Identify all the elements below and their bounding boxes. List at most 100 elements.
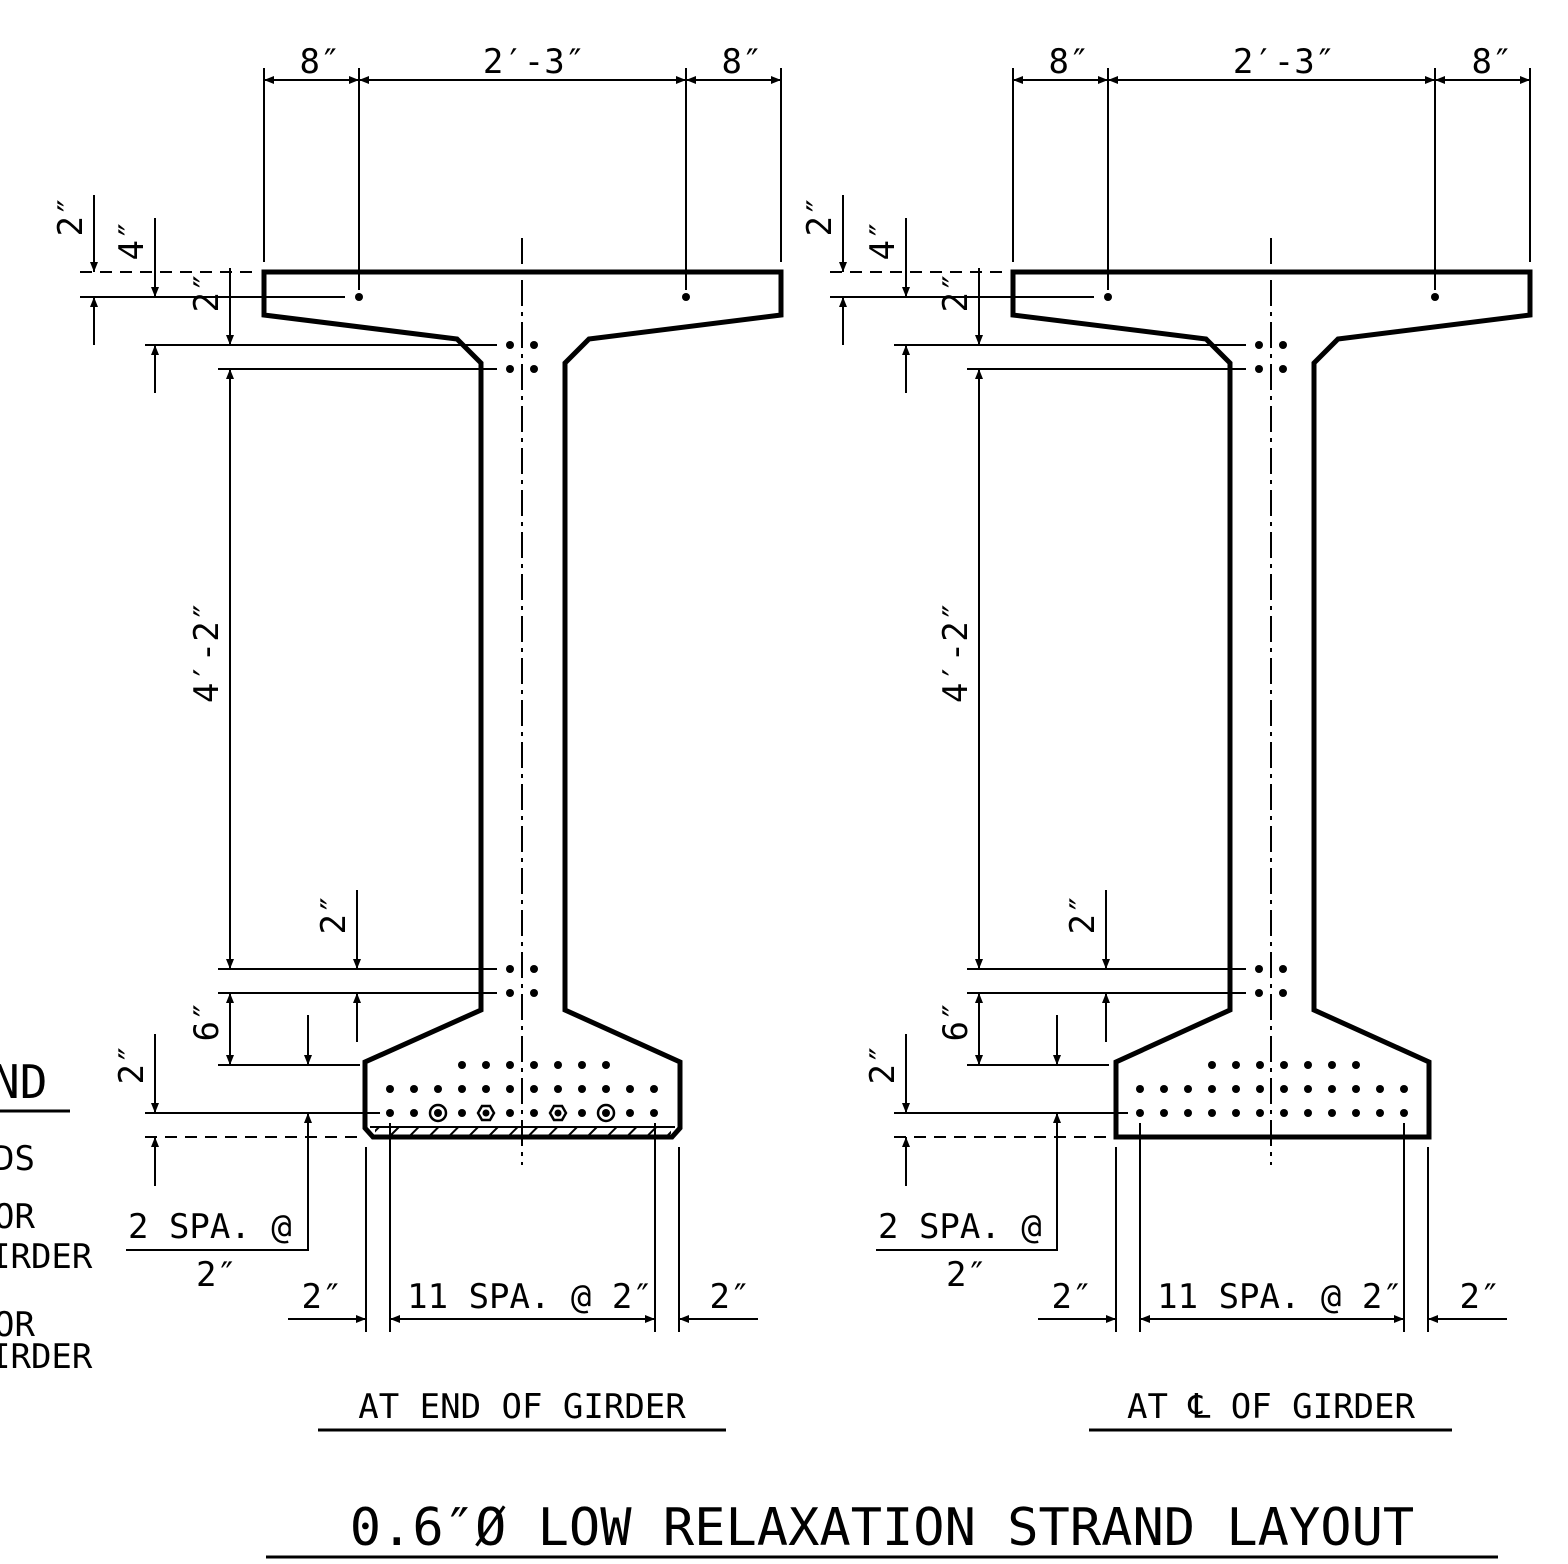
dim-v-2d: 2″ <box>112 1044 152 1085</box>
strand <box>1208 1061 1216 1069</box>
dim-v-4: 4″ <box>112 220 152 261</box>
strand <box>602 1061 610 1069</box>
dim-v-2b: 2″ <box>187 272 227 313</box>
strand <box>1184 1109 1192 1117</box>
strand <box>1376 1085 1384 1093</box>
section-label-end: AT END OF GIRDER <box>358 1387 686 1427</box>
dim-top-right: 8″ <box>722 42 763 82</box>
strand <box>1280 1109 1288 1117</box>
strand <box>530 1085 538 1093</box>
strand <box>1136 1109 1144 1117</box>
dim-v-2a: 2″ <box>51 196 91 237</box>
strand <box>458 1085 466 1093</box>
strand <box>554 1061 562 1069</box>
dim-v-6: 6″ <box>936 1001 976 1042</box>
top-dimensions: 8″ 2′-3″ 8″ <box>1012 42 1531 290</box>
strand <box>1208 1109 1216 1117</box>
strand <box>1304 1109 1312 1117</box>
legend-line-1: DS <box>0 1139 35 1179</box>
dim-v-2c: 2″ <box>314 894 354 935</box>
section-centerline-of-girder: 8″ 2′-3″ 8″ 2″ 4″ 2″ 4′-2″ <box>800 42 1533 1432</box>
top-dimensions: 8″ 2′-3″ 8″ <box>263 42 782 290</box>
flange-strand <box>355 293 363 301</box>
dim-v-2b: 2″ <box>936 272 976 313</box>
strand <box>482 1085 490 1093</box>
strand <box>554 1085 562 1093</box>
strand <box>1352 1109 1360 1117</box>
legend-line-2b: IRDER <box>0 1237 93 1277</box>
flange-strand <box>1431 293 1439 301</box>
strand <box>602 1085 610 1093</box>
strand <box>1208 1085 1216 1093</box>
strand <box>1232 1085 1240 1093</box>
strand <box>1328 1085 1336 1093</box>
strand <box>410 1085 418 1093</box>
girder-outline <box>1010 269 1533 1140</box>
strand <box>506 1061 514 1069</box>
section-end-of-girder: 8″ 2′-3″ 8″ 2″ 4″ 2″ 4′-2″ <box>51 42 784 1432</box>
strand <box>410 1109 418 1117</box>
strand <box>626 1109 634 1117</box>
legend-line-3a: OR <box>0 1305 35 1345</box>
dim-top-left: 8″ <box>300 42 341 82</box>
strand <box>1232 1061 1240 1069</box>
dim-bot-mid: 11 SPA. @ 2″ <box>1157 1277 1403 1317</box>
strand <box>1256 1109 1264 1117</box>
strand <box>1256 1061 1264 1069</box>
dim-spa-b: 2″ <box>946 1255 987 1295</box>
strand <box>1328 1109 1336 1117</box>
flange-strand <box>682 293 690 301</box>
strand <box>530 1061 538 1069</box>
strand <box>386 1085 394 1093</box>
bottom-strand-grid <box>386 1061 658 1117</box>
dim-bot-mid: 11 SPA. @ 2″ <box>407 1277 653 1317</box>
flange-strand <box>1104 293 1112 301</box>
strand <box>482 1061 490 1069</box>
dim-v-2a: 2″ <box>800 196 840 237</box>
strand <box>578 1085 586 1093</box>
strand <box>650 1109 658 1117</box>
dim-bot-left: 2″ <box>302 1277 343 1317</box>
strand <box>386 1109 394 1117</box>
dim-top-mid: 2′-3″ <box>483 42 585 82</box>
strand <box>1400 1109 1408 1117</box>
dim-web: 4′-2″ <box>187 601 227 703</box>
dim-spa-a: 2 SPA. @ <box>878 1207 1042 1247</box>
dim-v-6: 6″ <box>187 1001 227 1042</box>
strand <box>1160 1085 1168 1093</box>
bottom-strand-grid <box>1136 1061 1408 1117</box>
section-label-centerline: AT ℄ OF GIRDER <box>1127 1387 1415 1427</box>
strand <box>530 1109 538 1117</box>
left-upper-dimensions: 2″ 4″ 2″ <box>51 195 258 345</box>
dim-top-mid: 2′-3″ <box>1233 42 1335 82</box>
strand <box>578 1061 586 1069</box>
strand <box>650 1085 658 1093</box>
dim-top-left: 8″ <box>1049 42 1090 82</box>
strand <box>1256 1085 1264 1093</box>
strand <box>1160 1109 1168 1117</box>
strand <box>578 1109 586 1117</box>
legend-line-3b: IRDER <box>0 1337 93 1377</box>
strand <box>458 1061 466 1069</box>
strand <box>626 1085 634 1093</box>
girder-outline <box>261 269 784 1140</box>
strand <box>1352 1061 1360 1069</box>
bottom-dimensions: 2″ 11 SPA. @ 2″ 2″ <box>1038 1123 1507 1332</box>
strand <box>1280 1061 1288 1069</box>
dim-v-2d: 2″ <box>863 1044 903 1085</box>
dim-v-4: 4″ <box>863 220 903 261</box>
strand <box>506 1109 514 1117</box>
strand <box>1184 1085 1192 1093</box>
legend-heading: ND <box>0 1055 47 1109</box>
strand <box>1328 1061 1336 1069</box>
strand <box>506 1085 514 1093</box>
dim-spa-a: 2 SPA. @ <box>128 1207 292 1247</box>
strand <box>1232 1109 1240 1117</box>
strand <box>1304 1061 1312 1069</box>
bottom-dimensions: 2″ 11 SPA. @ 2″ 2″ <box>288 1123 758 1332</box>
dim-bot-right: 2″ <box>1460 1277 1501 1317</box>
debonded-strands <box>428 1103 616 1123</box>
strand <box>434 1085 442 1093</box>
strand <box>458 1109 466 1117</box>
